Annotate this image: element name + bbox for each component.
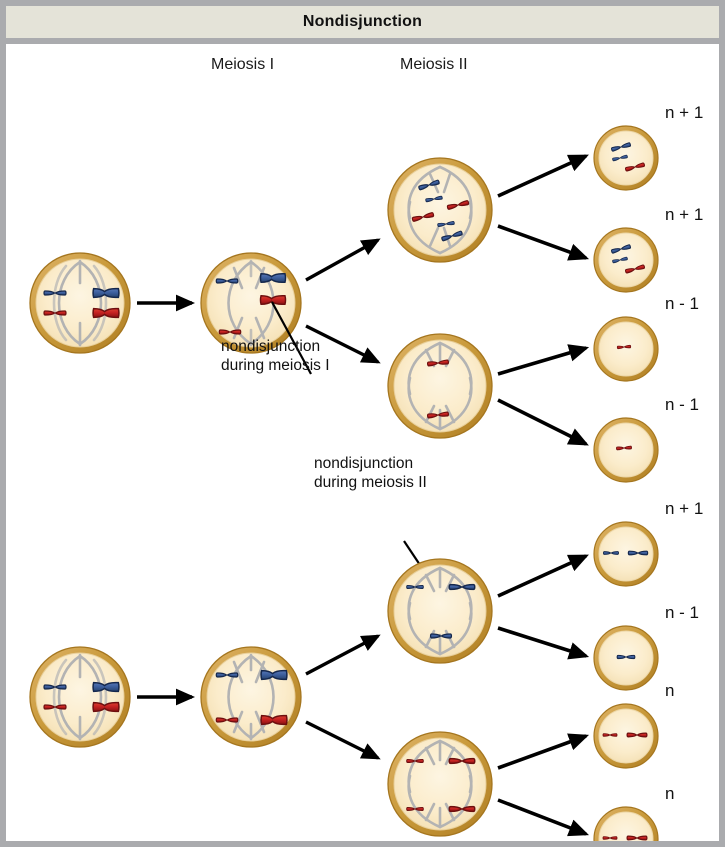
arrow-mi-to-mii-top-lower: [305, 324, 381, 364]
arrow-mii-to-gamete-8: [497, 798, 590, 837]
ploidy-n-minus-1-a: n - 1: [665, 294, 700, 313]
annotation-line-2: during meiosis I: [221, 356, 330, 374]
arrow-mi-to-mii-bottom-upper: [305, 634, 381, 676]
gamete-3: [593, 316, 659, 382]
gamete-5: [593, 521, 659, 587]
spindle-fibers: [407, 165, 473, 255]
arrow-mii-to-gamete-5: [497, 554, 589, 598]
arrow-mi-to-mii-top-upper: [305, 238, 381, 282]
ploidy-n-plus-1-b: n + 1: [665, 205, 704, 224]
meiosis-nondisjunction-artwork: [29, 125, 659, 841]
gamete-2: [593, 227, 659, 293]
stage-label-meiosis-i: Meiosis I: [211, 56, 275, 73]
gamete-6: [593, 625, 659, 691]
spindle-fibers: [407, 566, 473, 656]
arrow-mii-to-gamete-2: [497, 224, 590, 261]
meiosis-ii-cell-top-lower: [387, 333, 493, 439]
spindle-fibers: [52, 259, 108, 347]
arrow-mii-to-gamete-3: [497, 344, 590, 376]
meiosis-ii-cell-bottom-upper: [387, 558, 493, 664]
ploidy-n-a: n: [665, 681, 675, 700]
arrow-mii-to-gamete-1: [497, 154, 589, 198]
arrow-mii-to-gamete-6: [497, 626, 590, 660]
stage-label-meiosis-ii: Meiosis II: [400, 56, 468, 73]
arrow-mii-to-gamete-4: [497, 398, 589, 446]
arrow-mi-to-mii-bottom-lower: [305, 720, 381, 760]
annotation-line-1: nondisjunction: [314, 455, 414, 472]
meiosis-i-cell-bottom: [200, 646, 302, 748]
ploidy-n-b: n: [665, 784, 675, 803]
ploidy-n-minus-1-c: n - 1: [665, 603, 700, 622]
annotation-line-1: nondisjunction: [221, 338, 321, 355]
ploidy-n-plus-1-c: n + 1: [665, 499, 704, 518]
gamete-4: [593, 417, 659, 483]
spindle-fibers: [407, 739, 473, 829]
diagram-canvas: Meiosis I Meiosis II nondisjunction duri…: [6, 44, 719, 841]
annotation-nondisjunction-meiosis-ii: nondisjunction during meiosis II: [314, 455, 427, 493]
annotation-nondisjunction-meiosis-i: nondisjunction during meiosis I: [221, 338, 330, 376]
gamete-8: [593, 806, 659, 841]
meiosis-ii-cell-bottom-lower: [387, 731, 493, 837]
figure-title-bar: Nondisjunction: [6, 6, 719, 38]
meiosis-i-cell-top: [200, 252, 302, 354]
ploidy-n-minus-1-b: n - 1: [665, 395, 700, 414]
arrow-mii-to-gamete-7: [497, 733, 590, 770]
ploidy-n-plus-1-a: n + 1: [665, 103, 704, 122]
gamete-1: [593, 125, 659, 191]
annotation-line-2: during meiosis II: [314, 473, 427, 491]
parent-cell-top: [29, 252, 131, 354]
spindle-fibers: [227, 653, 275, 741]
meiosis-ii-cell-top-upper: [387, 157, 493, 263]
page-title: Nondisjunction: [302, 13, 423, 30]
parent-cell-bottom: [29, 646, 131, 748]
gamete-7: [593, 703, 659, 769]
spindle-fibers: [52, 653, 108, 741]
annotation-leader-meiosis-i: [271, 301, 312, 375]
